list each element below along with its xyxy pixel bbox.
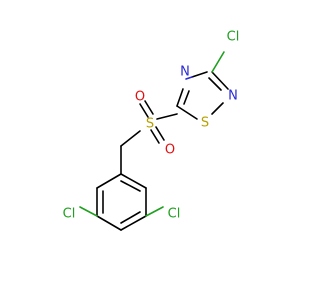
bond-c3-cl bbox=[211, 51, 225, 73]
atom-cl-left: Cl bbox=[63, 207, 76, 222]
bond-c5-cl-right bbox=[145, 206, 164, 217]
bond-n2-c3 bbox=[211, 71, 229, 90]
bond-n4-c5-inner bbox=[183, 90, 190, 105]
atom-cl-right: Cl bbox=[168, 207, 181, 222]
bond-c4-c5-inner bbox=[120, 211, 141, 224]
bond-n4-c5 bbox=[176, 88, 184, 107]
bond-c1-c2 bbox=[96, 173, 122, 189]
atom-n-ring-top: N bbox=[180, 65, 190, 80]
bond-c5-s1 bbox=[176, 105, 198, 120]
bond-c5-s-sulfonyl bbox=[156, 113, 178, 120]
bond-s-o-bottom-2 bbox=[155, 126, 165, 141]
bond-c6-c1 bbox=[120, 173, 147, 189]
bond-s1-n2 bbox=[211, 102, 224, 115]
molecule-structure: Cl N N S S O O Cl Cl bbox=[63, 30, 240, 231]
bond-s-ch2 bbox=[120, 130, 141, 147]
atom-n-ring-right: N bbox=[228, 89, 238, 104]
bond-c3-n4 bbox=[191, 71, 208, 78]
bond-c3-c4 bbox=[96, 215, 122, 231]
bond-c3-cl-left bbox=[79, 206, 98, 217]
bond-s-o-top-2 bbox=[144, 100, 154, 115]
bond-c4-c5 bbox=[120, 215, 147, 231]
atom-s-ring: S bbox=[201, 116, 209, 131]
thiadiazole-ring bbox=[176, 51, 229, 120]
bond-s-o-top bbox=[139, 103, 149, 118]
atom-labels: Cl N N S S O O Cl Cl bbox=[63, 30, 240, 222]
bond-s-o-bottom bbox=[150, 129, 160, 144]
atom-o-sulfonyl-top: O bbox=[135, 90, 145, 105]
bond-c3-n4-n bbox=[185, 76, 193, 80]
sulfonyl-group bbox=[120, 100, 178, 147]
atom-cl-thiadiazole: Cl bbox=[227, 30, 240, 45]
atom-o-sulfonyl-bottom: O bbox=[165, 143, 175, 158]
benzene-ring bbox=[79, 145, 164, 231]
bond-c6-c1-inner bbox=[120, 180, 141, 192]
atom-s-sulfonyl: S bbox=[146, 117, 154, 132]
bond-n2-c3-inner bbox=[208, 77, 222, 91]
